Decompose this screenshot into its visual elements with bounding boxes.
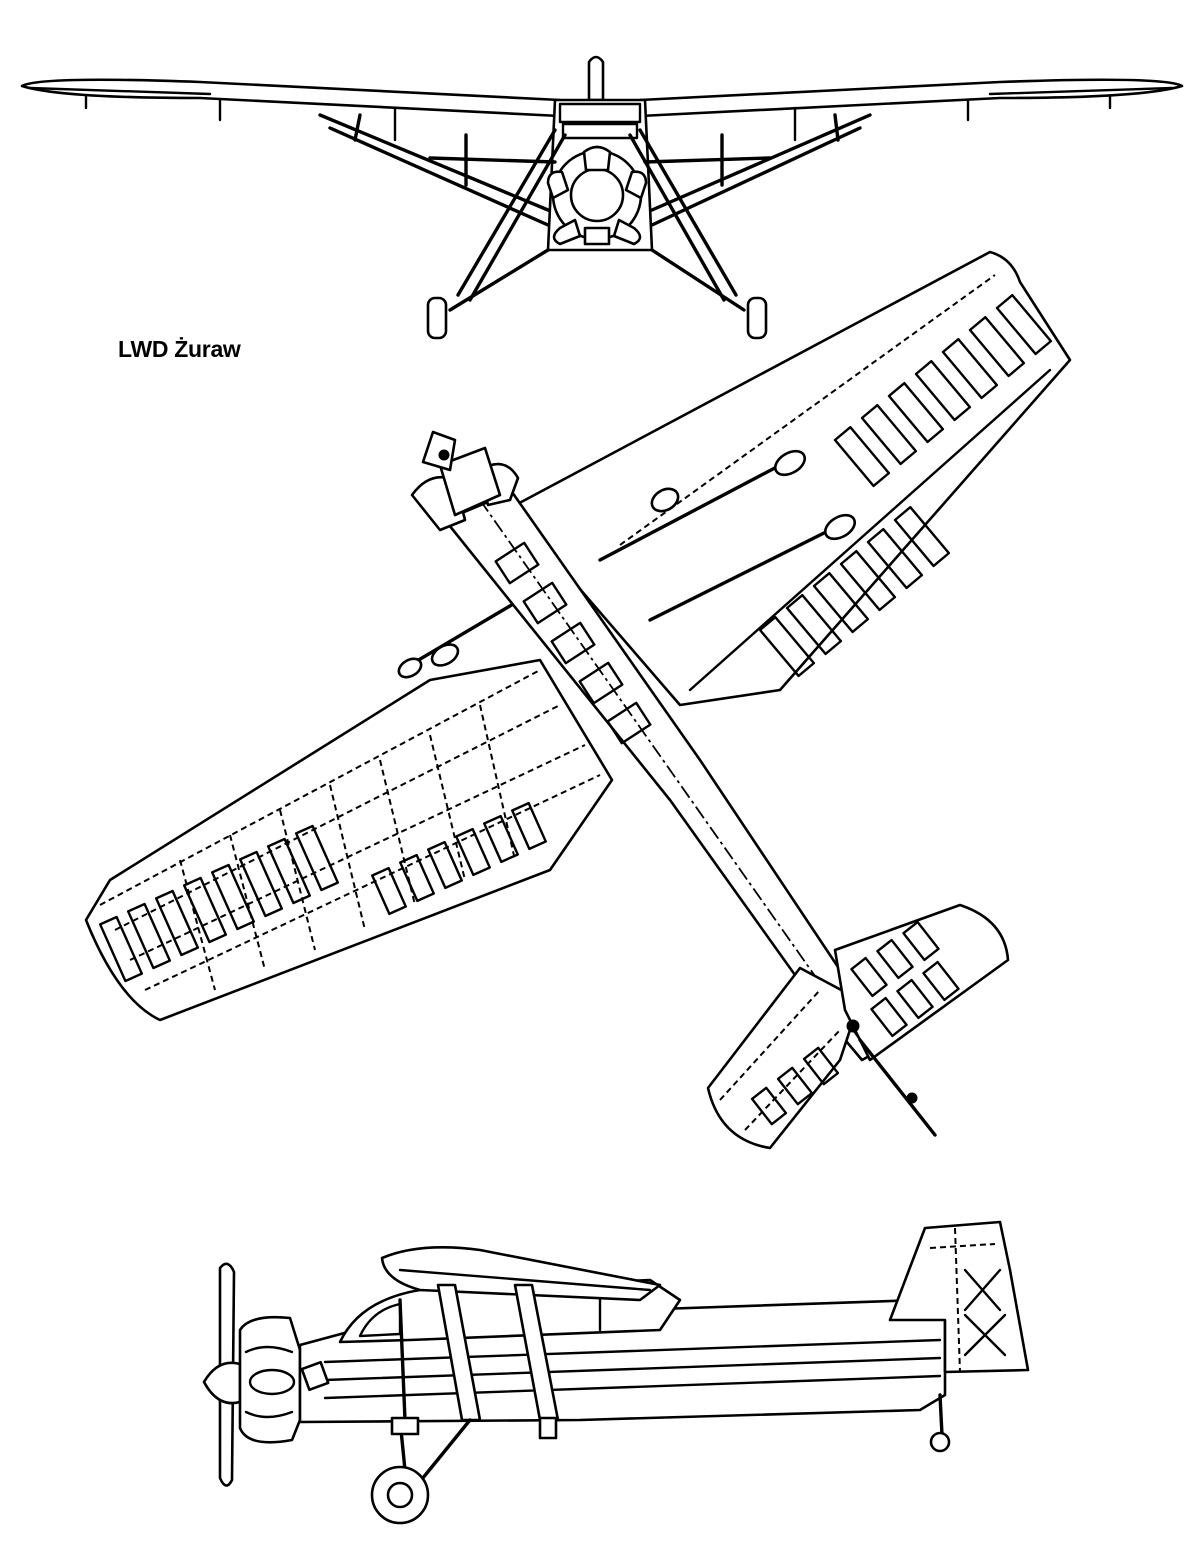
aircraft-title: LWD Żuraw bbox=[118, 336, 241, 362]
front-fin bbox=[587, 55, 605, 102]
side-propeller bbox=[202, 1262, 242, 1487]
top-left-wing bbox=[84, 598, 614, 1022]
top-tail-rudder bbox=[846, 1019, 937, 1137]
top-fuselage bbox=[443, 490, 882, 1062]
top-horizontal-tail bbox=[706, 903, 1010, 1150]
side-fin bbox=[888, 1220, 1030, 1374]
side-landing-gear bbox=[370, 1393, 951, 1525]
top-engine-cowling bbox=[410, 430, 520, 532]
front-landing-gear bbox=[426, 128, 768, 340]
side-engine-cowling bbox=[238, 1315, 302, 1444]
side-struts bbox=[398, 1283, 560, 1422]
top-right-wing bbox=[508, 250, 1072, 707]
left-wing-ailerons bbox=[98, 801, 547, 983]
right-wing-ailerons bbox=[758, 293, 1053, 678]
front-horizontal-tail bbox=[428, 133, 772, 187]
front-engine bbox=[546, 145, 648, 246]
